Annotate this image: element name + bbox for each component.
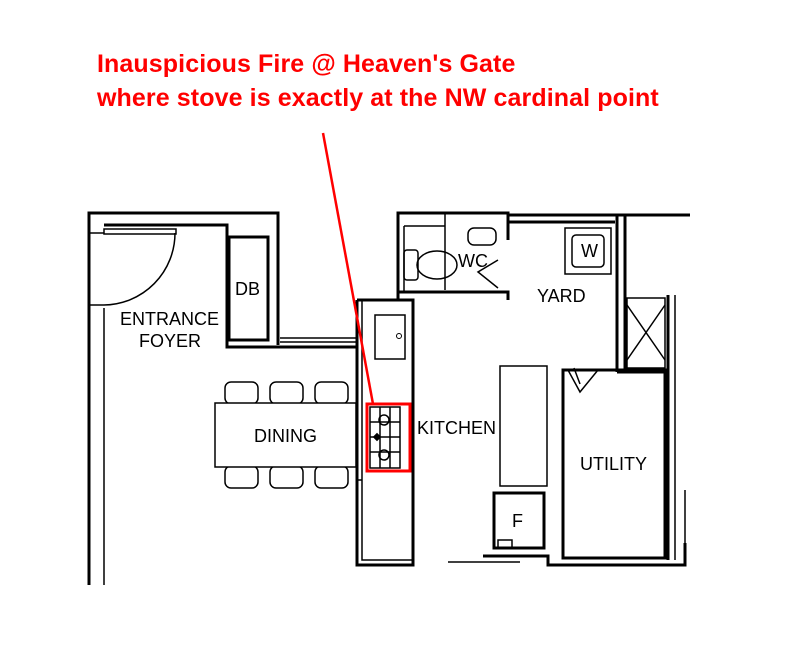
fridge: F <box>492 491 546 550</box>
counter <box>499 365 548 487</box>
shower <box>626 295 676 560</box>
wc-label: WC <box>458 251 488 271</box>
foyer-walls <box>87 211 356 585</box>
db-cabinet: DB <box>227 235 270 342</box>
annotation-title-line1: Inauspicious Fire @ Heaven's Gate <box>97 50 516 78</box>
kitchen-label: KITCHEN <box>417 418 496 438</box>
yard-label: YARD <box>537 286 586 306</box>
fridge-label: F <box>512 511 523 531</box>
entrance-label-2: FOYER <box>139 331 201 351</box>
dining-set: DINING <box>214 381 357 489</box>
annotation-pointer-line <box>321 132 375 405</box>
entrance-door <box>103 228 177 306</box>
annotation-title-line2: where stove is exactly at the NW cardina… <box>97 84 659 112</box>
kitchen-walls <box>355 298 415 567</box>
stove <box>365 402 412 473</box>
utility-label: UTILITY <box>580 454 647 474</box>
washer-label: W <box>581 241 598 261</box>
dining-label: DINING <box>254 426 317 446</box>
bottom-threshold <box>448 490 686 563</box>
entrance-label-1: ENTRANCE <box>120 309 219 329</box>
utility-room: UTILITY <box>561 367 667 560</box>
yard-walls: W <box>508 213 690 374</box>
db-label: DB <box>235 279 260 299</box>
wc-room: WC <box>396 211 510 300</box>
